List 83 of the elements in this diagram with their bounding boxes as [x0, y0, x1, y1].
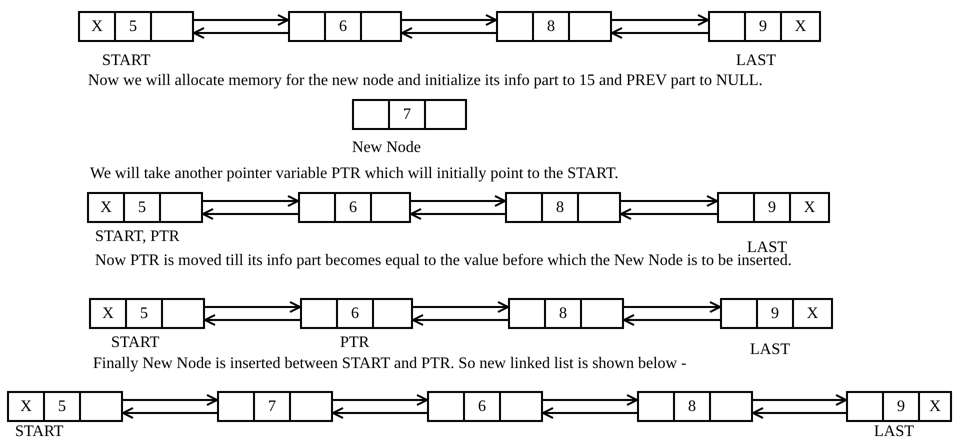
arrow — [401, 27, 496, 39]
list-node — [352, 99, 467, 130]
pointer-caption: LAST — [750, 342, 790, 358]
arrow — [205, 301, 301, 313]
field-value: X — [929, 398, 941, 416]
paragraph: Now we will allocate memory for the new node and initialize its info part to 15 and PREV part to NULL. — [88, 71, 764, 90]
list-node — [427, 391, 543, 422]
arrow — [612, 14, 709, 26]
field-value: 5 — [129, 18, 137, 36]
list-node — [717, 192, 830, 223]
arrow — [193, 27, 288, 39]
list-node — [508, 298, 624, 329]
arrow — [753, 394, 847, 406]
list-node — [637, 391, 753, 422]
pointer-caption: START, PTR — [95, 229, 180, 245]
list-node — [300, 298, 413, 329]
list-node — [89, 298, 205, 329]
field-value: X — [102, 304, 114, 322]
field-value: 5 — [138, 198, 146, 216]
arrow — [620, 208, 717, 220]
pointer-caption: New Node — [352, 140, 421, 156]
list-node — [288, 11, 402, 42]
paragraph: Now PTR is moved till its info part becomes equal to the value before which the New Node is to be inserted. — [95, 252, 793, 270]
field-value: 6 — [349, 198, 357, 216]
arrow — [624, 301, 721, 313]
paragraph: Finally New Node is inserted between START and PTR. So new linked list is shown below - — [93, 354, 688, 373]
arrow — [611, 27, 708, 39]
pointer-caption: LAST — [874, 424, 914, 440]
field-value: 5 — [140, 304, 148, 322]
arrow — [413, 301, 509, 313]
field-value: 7 — [268, 398, 276, 416]
field-value: 8 — [559, 304, 567, 322]
field-value: 9 — [897, 398, 905, 416]
list-node — [7, 391, 123, 422]
arrow — [332, 407, 427, 419]
field-value: 9 — [771, 304, 779, 322]
field-value: X — [806, 304, 818, 322]
arrow — [204, 314, 300, 326]
field-value: 6 — [339, 18, 347, 36]
list-node — [217, 391, 333, 422]
field-value: 7 — [403, 106, 411, 124]
arrow — [411, 195, 506, 207]
field-value: 6 — [478, 398, 486, 416]
arrow — [122, 407, 217, 419]
pointer-caption: START — [102, 53, 150, 69]
arrow — [194, 14, 289, 26]
arrow — [333, 394, 428, 406]
arrow — [752, 407, 846, 419]
pointer-caption: PTR — [340, 335, 370, 351]
list-node — [505, 192, 621, 223]
field-value: 8 — [547, 18, 555, 36]
list-node — [78, 11, 194, 42]
arrow — [410, 208, 505, 220]
list-node — [720, 298, 833, 329]
arrow — [202, 208, 298, 220]
list-node — [846, 391, 952, 422]
arrow — [542, 407, 637, 419]
arrow — [412, 314, 508, 326]
field-value: 8 — [556, 198, 564, 216]
paragraph: We will take another pointer variable PTR which will initially point to the START. — [90, 164, 620, 183]
list-node — [298, 192, 411, 223]
arrow — [402, 14, 497, 26]
list-node — [496, 11, 612, 42]
field-value: 8 — [688, 398, 696, 416]
field-value: X — [91, 18, 103, 36]
list-node — [87, 192, 203, 223]
field-value: 9 — [768, 198, 776, 216]
pointer-caption: START — [15, 424, 64, 440]
list-node — [708, 11, 821, 42]
arrow — [543, 394, 638, 406]
field-value: X — [20, 398, 32, 416]
field-value: 9 — [759, 18, 767, 36]
arrow — [123, 394, 218, 406]
field-value: 5 — [58, 398, 66, 416]
field-value: 6 — [351, 304, 359, 322]
field-value: X — [100, 198, 112, 216]
arrow — [623, 314, 720, 326]
field-value: X — [804, 198, 816, 216]
pointer-caption: LAST — [736, 53, 776, 69]
arrow — [621, 195, 718, 207]
arrow — [203, 195, 299, 207]
field-value: X — [794, 18, 806, 36]
pointer-caption: START — [111, 335, 160, 351]
